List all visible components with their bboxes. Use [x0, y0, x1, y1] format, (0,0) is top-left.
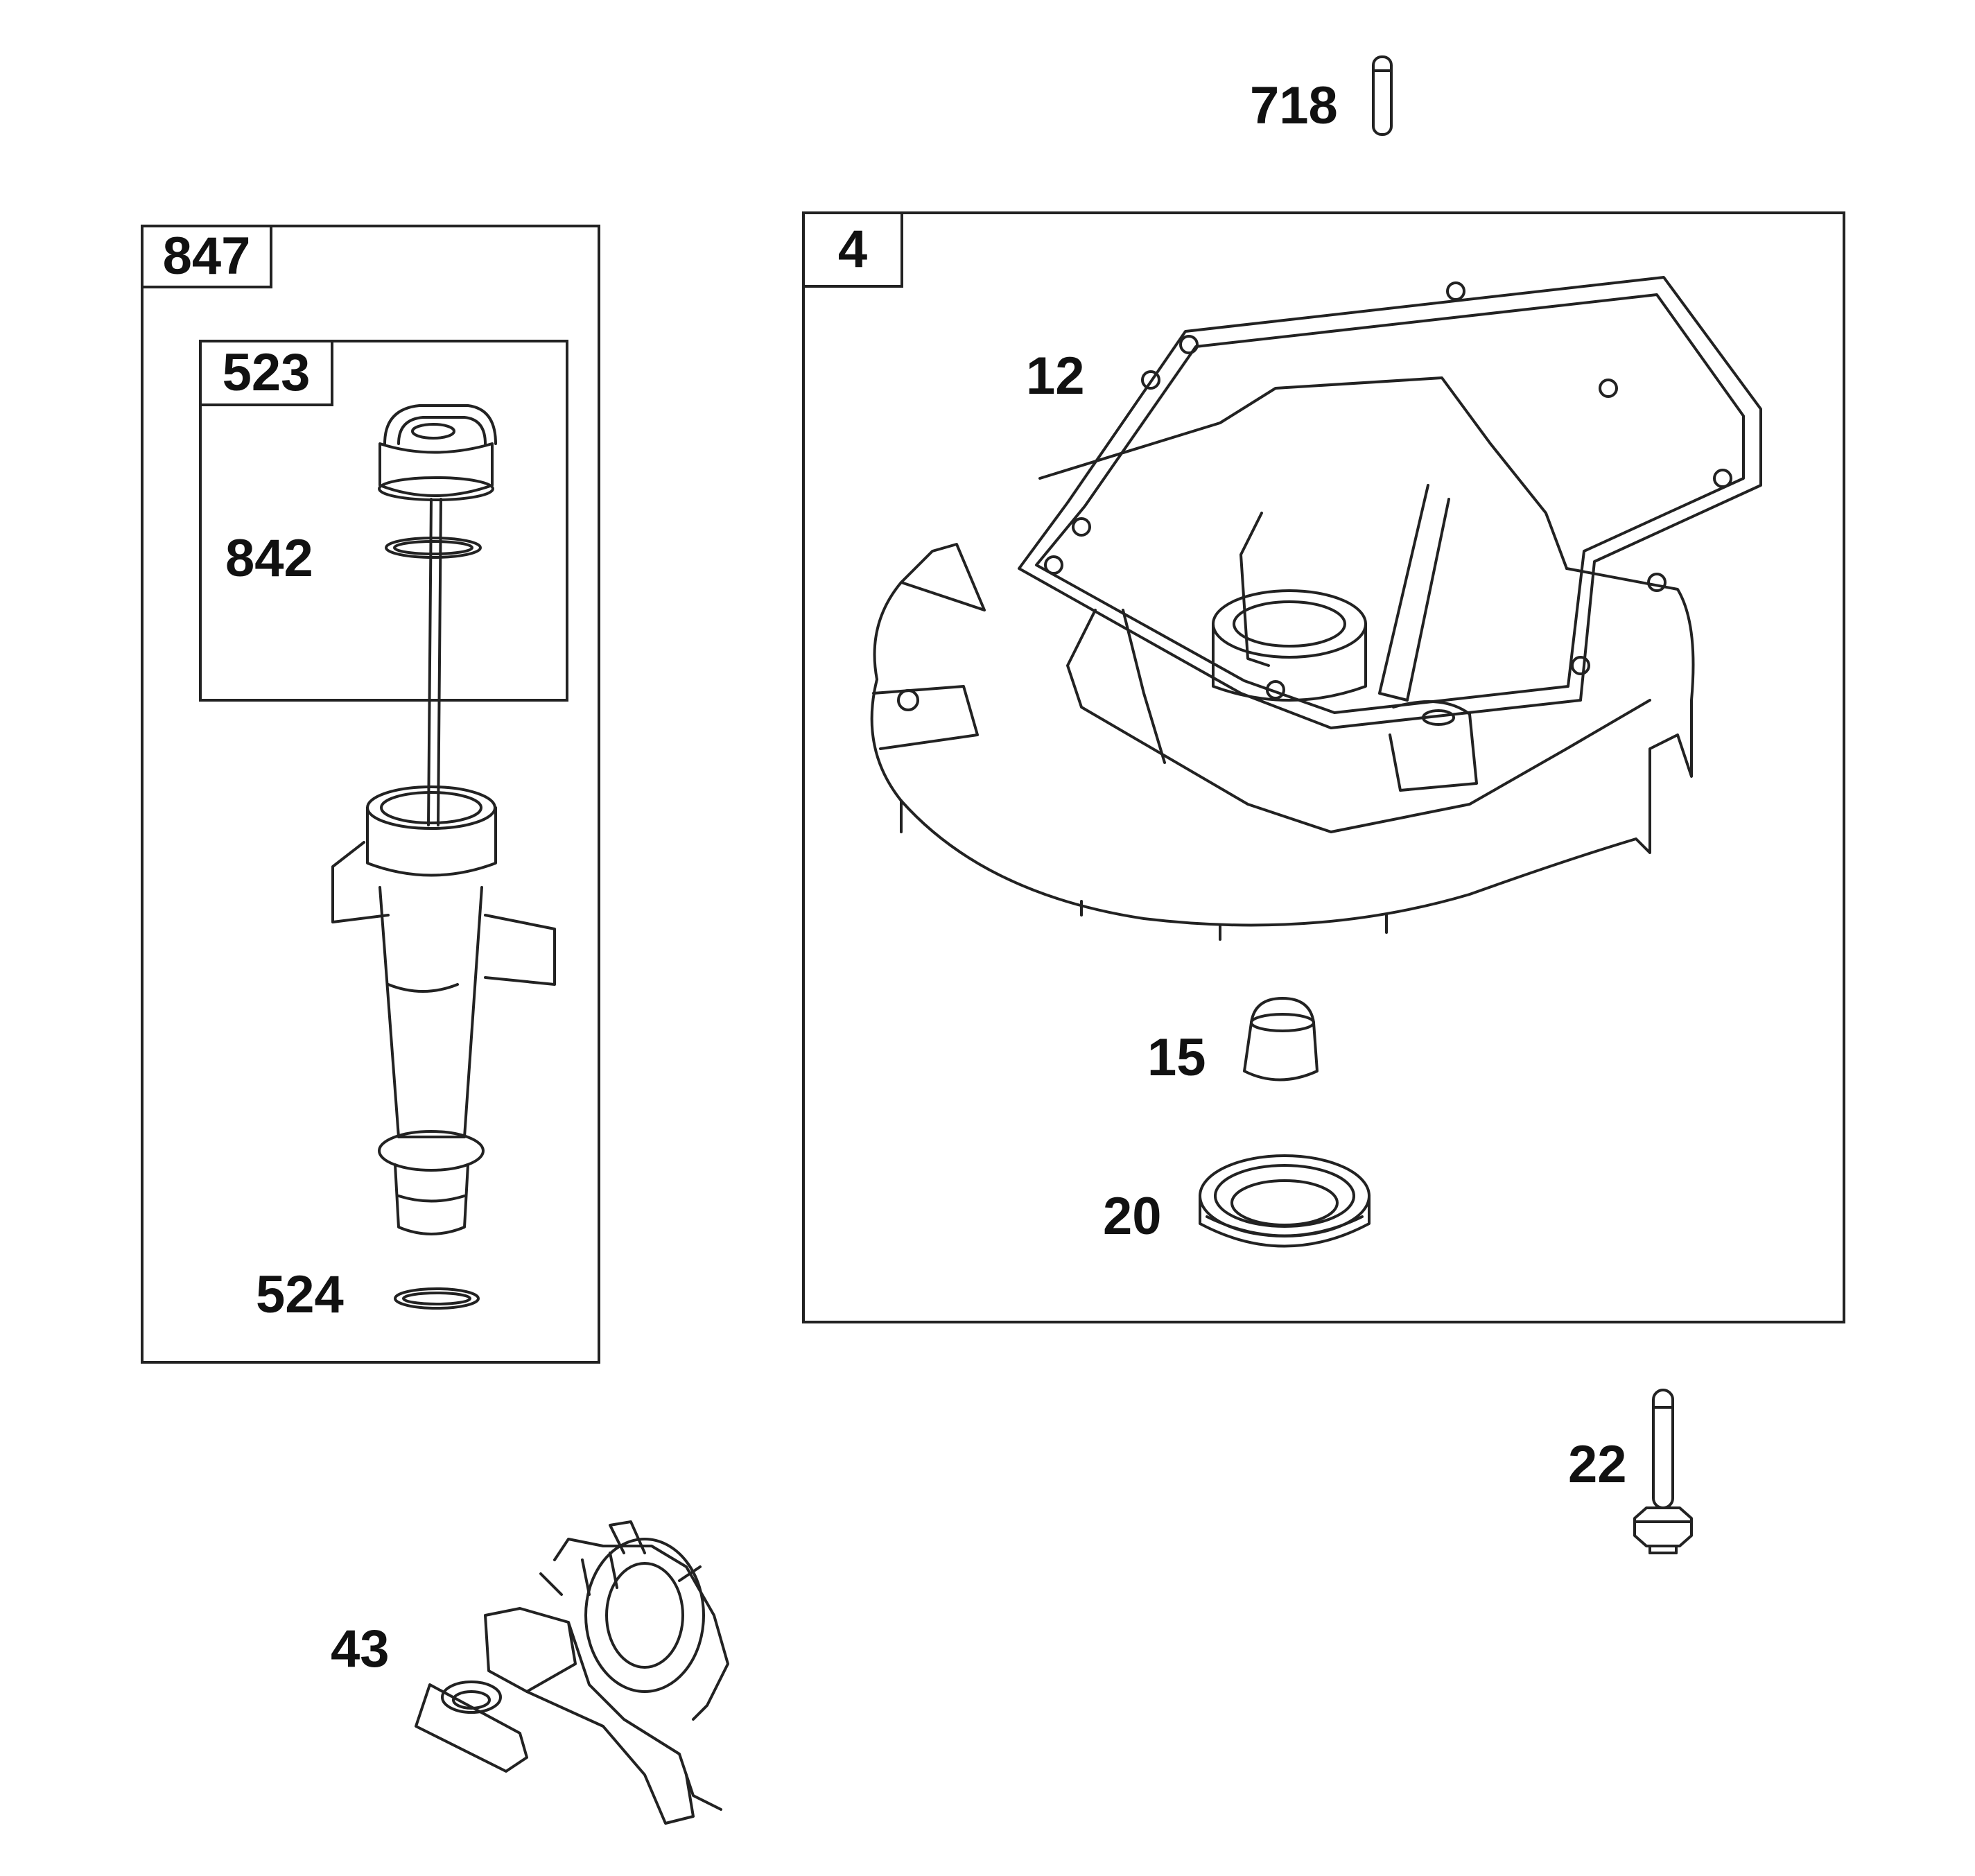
o-ring-524-drawing	[394, 1287, 480, 1310]
dipstick-rod-drawing	[427, 498, 442, 826]
callout-22: 22	[1568, 1435, 1627, 1494]
bolt-22-drawing	[1633, 1389, 1693, 1554]
callout-847: 847	[162, 227, 251, 286]
crankcase-cover-4-drawing	[870, 376, 1695, 941]
kit-tag-847: 847	[141, 225, 272, 288]
plug-15-drawing	[1243, 997, 1319, 1082]
callout-43: 43	[331, 1619, 390, 1678]
kit-tag-523: 523	[199, 340, 333, 406]
kit-tag-4: 4	[802, 211, 903, 288]
callout-718: 718	[1250, 76, 1338, 135]
dowel-pin-718-drawing	[1372, 55, 1393, 136]
callout-12: 12	[1026, 347, 1085, 406]
o-ring-842-drawing	[385, 537, 482, 559]
kit-box-847: 847	[141, 225, 600, 1364]
dipstick-tube-drawing	[331, 785, 556, 1235]
governor-assembly-43-drawing	[415, 1520, 729, 1825]
oil-seal-20-drawing	[1199, 1154, 1371, 1248]
callout-4: 4	[837, 220, 868, 279]
callout-20: 20	[1103, 1187, 1162, 1246]
callout-15: 15	[1147, 1028, 1206, 1087]
gasket-12-drawing	[1018, 276, 1762, 729]
kit-box-4: 4	[802, 211, 1845, 1323]
callout-524: 524	[256, 1265, 344, 1324]
kit-box-523: 523	[199, 340, 568, 702]
dipstick-cap-drawing	[378, 404, 497, 501]
callout-842: 842	[225, 529, 313, 588]
callout-523: 523	[222, 343, 311, 402]
